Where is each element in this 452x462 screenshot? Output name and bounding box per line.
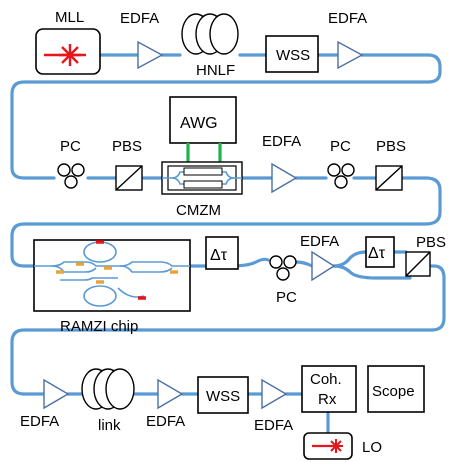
edfa-amplifier-1 — [137, 40, 164, 70]
starburst-icon — [59, 44, 81, 66]
cohrx-label-line2: Rx — [318, 391, 337, 408]
wss-box-1 — [265, 35, 319, 73]
awg-label: AWG — [180, 115, 218, 132]
edfa-amplifier-5 — [43, 378, 70, 410]
cmzm-label: CMZM — [176, 202, 221, 219]
edfa-label-7: EDFA — [254, 417, 293, 434]
lo-laser — [303, 432, 353, 460]
pbs-1 — [115, 165, 143, 191]
edfa-amplifier-4 — [311, 250, 336, 282]
pbs-2 — [375, 165, 403, 191]
mll-laser — [35, 28, 101, 75]
polarization-controller-1 — [57, 163, 85, 189]
ramzi-chip — [33, 239, 191, 312]
pbs-label-1: PBS — [112, 138, 142, 155]
mll-label: MLL — [55, 9, 84, 26]
link-label: link — [98, 417, 121, 434]
pc-label-3: PC — [276, 289, 297, 306]
delay-line-1 — [205, 236, 239, 270]
polarization-controller-3 — [269, 255, 297, 281]
edfa-amplifier-7 — [261, 378, 288, 410]
edfa-label-6: EDFA — [146, 413, 185, 430]
delay-label-2: Δτ — [368, 245, 386, 262]
hnlf-label: HNLF — [196, 62, 235, 79]
pc-label-1: PC — [60, 138, 81, 155]
heater-marks — [56, 240, 178, 300]
edfa-label-1: EDFA — [120, 10, 159, 27]
pbs-label-3: PBS — [416, 234, 446, 251]
starburst-icon — [329, 439, 343, 453]
delay-label-1: Δτ — [210, 247, 228, 264]
edfa-label-5: EDFA — [20, 413, 59, 430]
scope-label: Scope — [372, 383, 415, 400]
edfa-label-2: EDFA — [328, 10, 367, 27]
lo-label: LO — [362, 439, 382, 456]
pbs-label-2: PBS — [376, 138, 406, 155]
pc-label-2: PC — [330, 138, 351, 155]
awg-box — [169, 96, 237, 144]
edfa-amplifier-2 — [337, 40, 364, 70]
cohrx-label-line1: Coh. — [310, 371, 342, 388]
delay-line-2 — [365, 236, 395, 268]
edfa-label-3: EDFA — [262, 133, 301, 150]
edfa-label-4: EDFA — [300, 233, 339, 250]
link-spool — [81, 368, 135, 410]
fiber-path — [10, 53, 446, 434]
cmzm-modulator — [161, 161, 243, 195]
coherent-receiver-box — [301, 365, 357, 413]
pbs-3 — [405, 251, 431, 277]
hnlf-spool — [181, 13, 239, 55]
wss-label-1: WSS — [276, 47, 310, 64]
ramzi-label: RAMZI chip — [60, 318, 138, 335]
wss-label-2: WSS — [206, 388, 240, 405]
wss-box-2 — [197, 376, 249, 414]
edfa-amplifier-6 — [157, 378, 184, 410]
polarization-controller-2 — [327, 163, 355, 189]
edfa-amplifier-3 — [271, 162, 298, 194]
oscilloscope-box — [367, 365, 425, 413]
